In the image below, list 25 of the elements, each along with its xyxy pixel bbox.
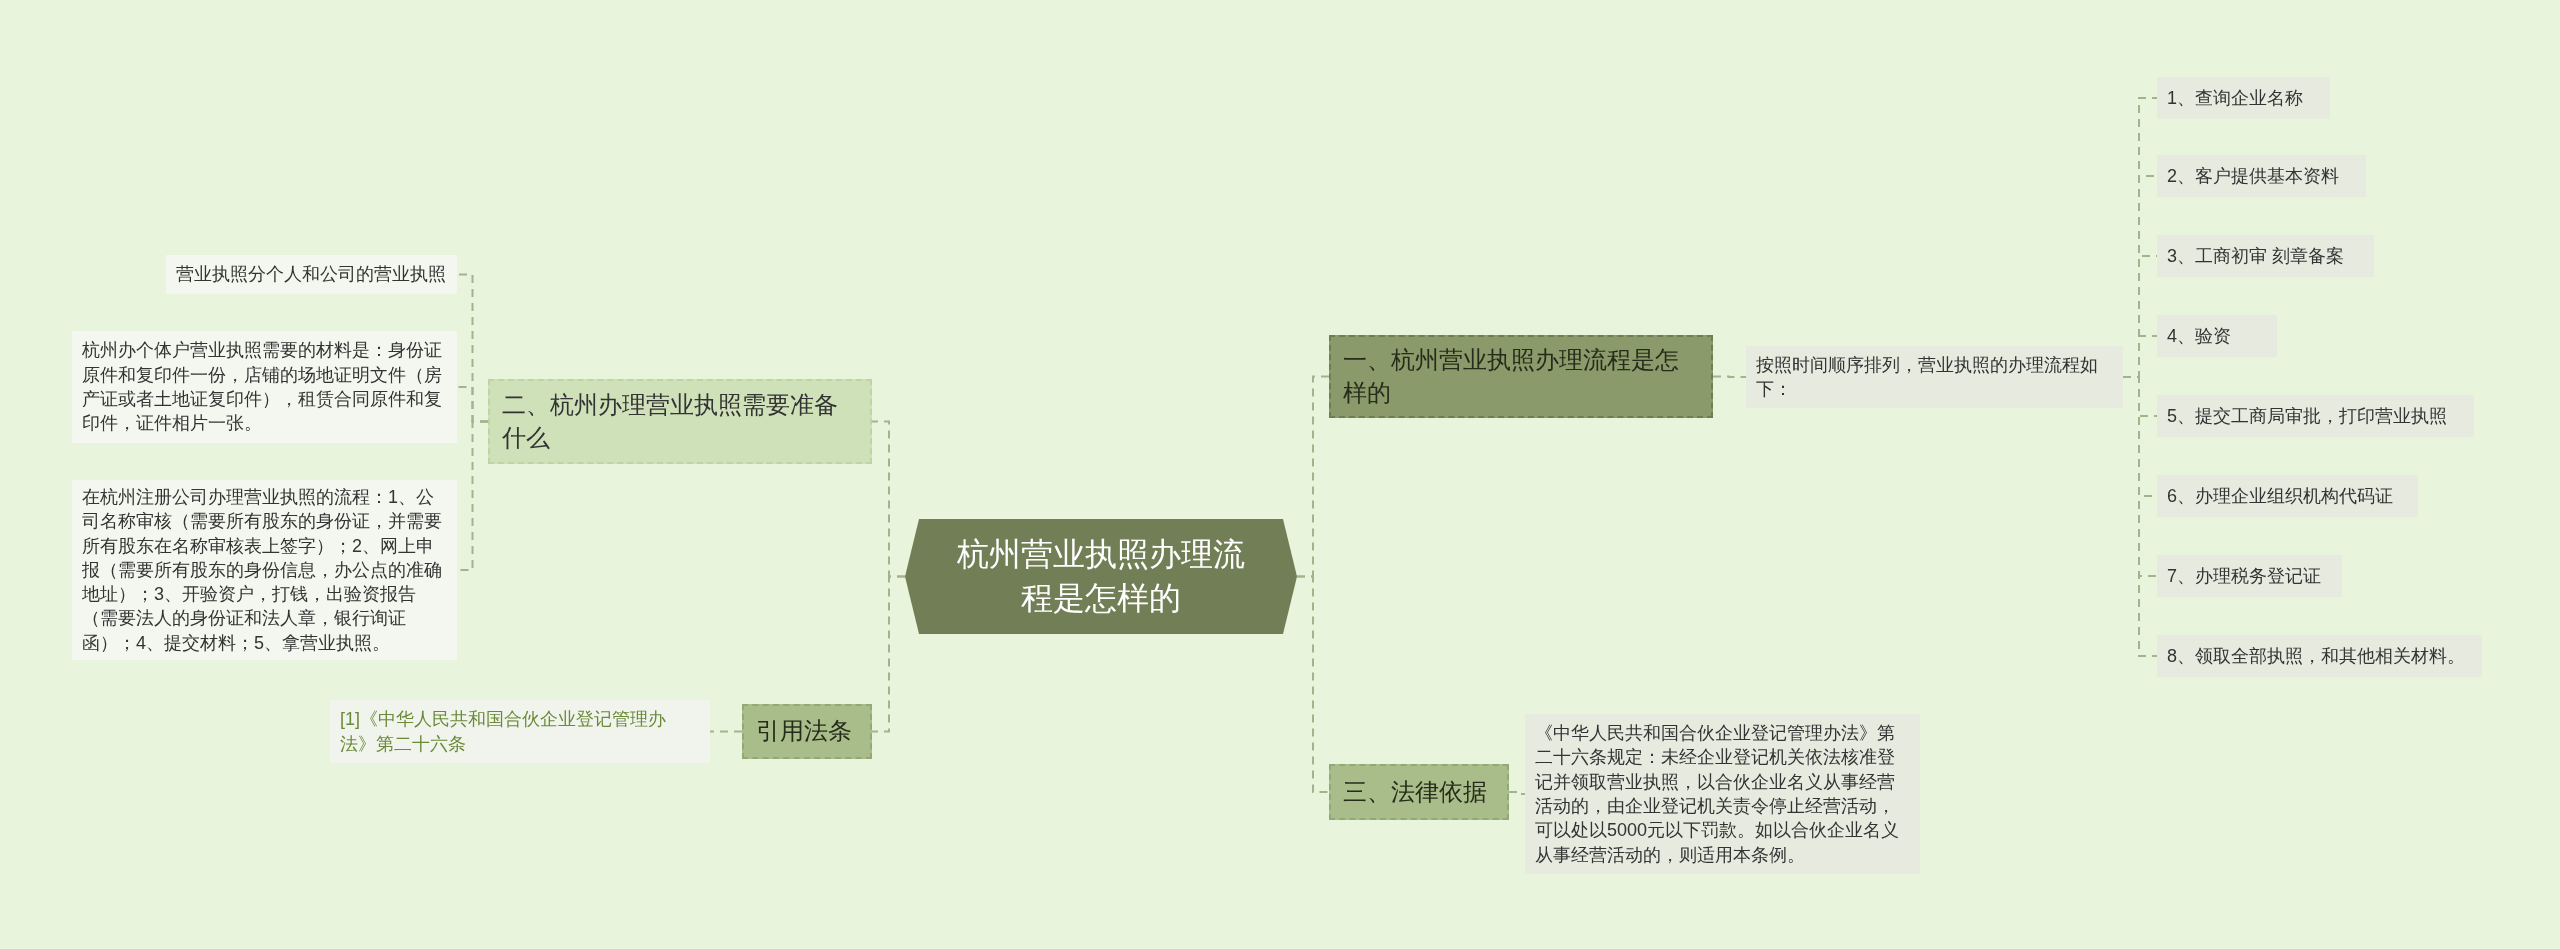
step-box: 6、办理企业组织机构代码证 xyxy=(2157,475,2418,517)
note-box: 按照时间顺序排列，营业执照的办理流程如下： xyxy=(1746,346,2123,408)
step-box: 4、验资 xyxy=(2157,315,2277,357)
connector-line xyxy=(1296,575,1330,793)
note-box: 在杭州注册公司办理营业执照的流程：1、公司名称审核（需要所有股东的身份证，并需要所有股东在名称审核表上签字）；2、网上申报（需要所有股东的身份信息，办公点的准确地址）；3、开验资户，打钱，出验资报告（需要法人的身份证和法人章，银行询证函）；4、提交材料；5、拿营业执照。 xyxy=(72,480,457,660)
central-topic-box: 杭州营业执照办理流程是怎样的 xyxy=(905,519,1297,634)
note-box: 杭州办个体户营业执照需要的材料是：身份证原件和复印件一份，店铺的场地证明文件（房产证或者土地证复印件），租赁合同原件和复印件，证件相片一张。 xyxy=(72,331,457,443)
step-box: 2、客户提供基本资料 xyxy=(2157,155,2366,197)
connector-line xyxy=(2122,376,2158,657)
step-box: 5、提交工商局审批，打印营业执照 xyxy=(2157,395,2474,437)
connector-line xyxy=(871,575,906,733)
step-box: 1、查询企业名称 xyxy=(2157,77,2330,119)
citation-box: [1]《中华人民共和国合伙企业登记管理办法》第二十六条 xyxy=(330,700,710,763)
connector-line xyxy=(1712,375,1747,378)
step-box: 7、办理税务登记证 xyxy=(2157,555,2342,597)
note-box: 《中华人民共和国合伙企业登记管理办法》第二十六条规定：未经企业登记机关依法核准登记并领取营业执照，以合伙企业名义从事经营活动的，由企业登记机关责令停止经营活动，可以处以5000元以下罚款。如以合伙企业名义从事经营活动的，则适用本条例。 xyxy=(1525,714,1920,874)
connector-line xyxy=(709,730,743,733)
note-box: 营业执照分个人和公司的营业执照 xyxy=(166,255,457,294)
step-box: 3、工商初审 刻章备案 xyxy=(2157,235,2374,277)
topic-box: 三、法律依据 xyxy=(1329,764,1509,820)
step-box: 8、领取全部执照，和其他相关材料。 xyxy=(2157,635,2482,677)
connector-line xyxy=(1508,791,1526,795)
topic-box: 引用法条 xyxy=(742,704,872,759)
topic-box: 一、杭州营业执照办理流程是怎样的 xyxy=(1329,335,1713,418)
topic-box: 二、杭州办理营业执照需要准备什么 xyxy=(488,379,872,464)
